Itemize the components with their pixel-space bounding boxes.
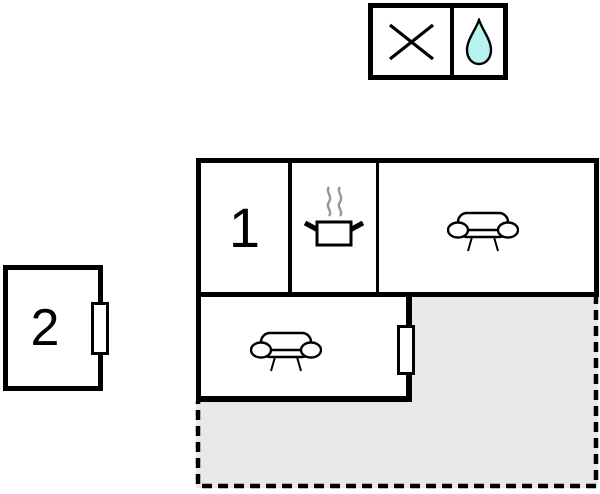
- sofa-icon: [447, 211, 519, 252]
- door-window: [91, 302, 109, 355]
- room-1-label: 1: [228, 196, 261, 259]
- terrace-dashed-border: [195, 294, 599, 489]
- wall-divider: [376, 163, 379, 292]
- legend-box: [368, 3, 508, 80]
- water-drop-icon: [465, 17, 492, 65]
- room-2-label: 2: [30, 299, 60, 357]
- legend-cell-crossed: [373, 8, 454, 75]
- pot-with-steam-icon: [304, 186, 364, 247]
- cross-icon: [389, 23, 434, 60]
- annex-room-2: 2: [3, 265, 103, 391]
- legend-cell-water: [454, 8, 503, 75]
- sofa-icon: [250, 331, 322, 372]
- lower-section: [196, 292, 412, 402]
- upper-section: 1: [196, 158, 599, 297]
- wall-divider: [288, 163, 292, 292]
- terrace-fill-shape: [196, 292, 598, 488]
- door-window: [397, 325, 415, 375]
